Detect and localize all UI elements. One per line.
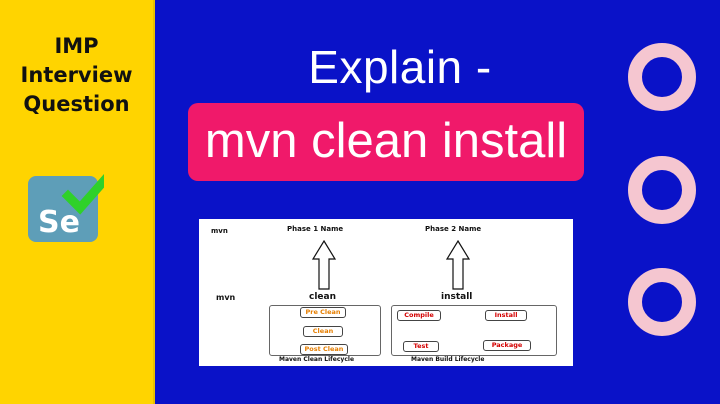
step-install: Install: [485, 310, 527, 321]
decor-ring-2: [628, 156, 696, 224]
badge-line-imp: IMP: [54, 34, 99, 58]
step-pre-clean: Pre Clean: [300, 307, 346, 318]
phase1-clean-label: clean: [309, 292, 337, 302]
selenium-logo-text: Se: [38, 205, 80, 240]
phase2-install-label: install: [441, 292, 473, 302]
step-test: Test: [403, 341, 439, 352]
badge-line-interview: Interview: [20, 63, 133, 87]
row1-mvn-label: mvn: [211, 227, 228, 235]
step-package: Package: [483, 340, 531, 351]
build-lifecycle-caption: Maven Build Lifecycle: [411, 356, 485, 363]
decor-ring-1: [628, 43, 696, 111]
badge-line-question: Question: [23, 92, 130, 116]
left-yellow-panel: IMP Interview Question Se: [0, 0, 155, 404]
step-compile: Compile: [397, 310, 441, 321]
arrow-up-install: [445, 239, 471, 290]
phase1-name-label: Phase 1 Name: [287, 225, 344, 233]
headline-line2: mvn clean install: [204, 114, 568, 168]
decor-ring-3: [628, 268, 696, 336]
step-post-clean: Post Clean: [300, 344, 348, 355]
headline-line1: Explain -: [308, 41, 492, 93]
maven-lifecycle-diagram: mvn Phase 1 Name Phase 2 Name mvn clean …: [199, 219, 573, 366]
phase2-name-label: Phase 2 Name: [425, 225, 482, 233]
headline-pill: mvn clean install: [188, 103, 584, 181]
imp-interview-question-label: IMP Interview Question: [0, 32, 153, 119]
arrow-up-clean: [311, 239, 337, 290]
step-clean: Clean: [303, 326, 343, 337]
clean-lifecycle-caption: Maven Clean Lifecycle: [279, 356, 355, 363]
row2-mvn-label: mvn: [216, 293, 236, 302]
selenium-logo-icon: Se: [28, 167, 117, 246]
